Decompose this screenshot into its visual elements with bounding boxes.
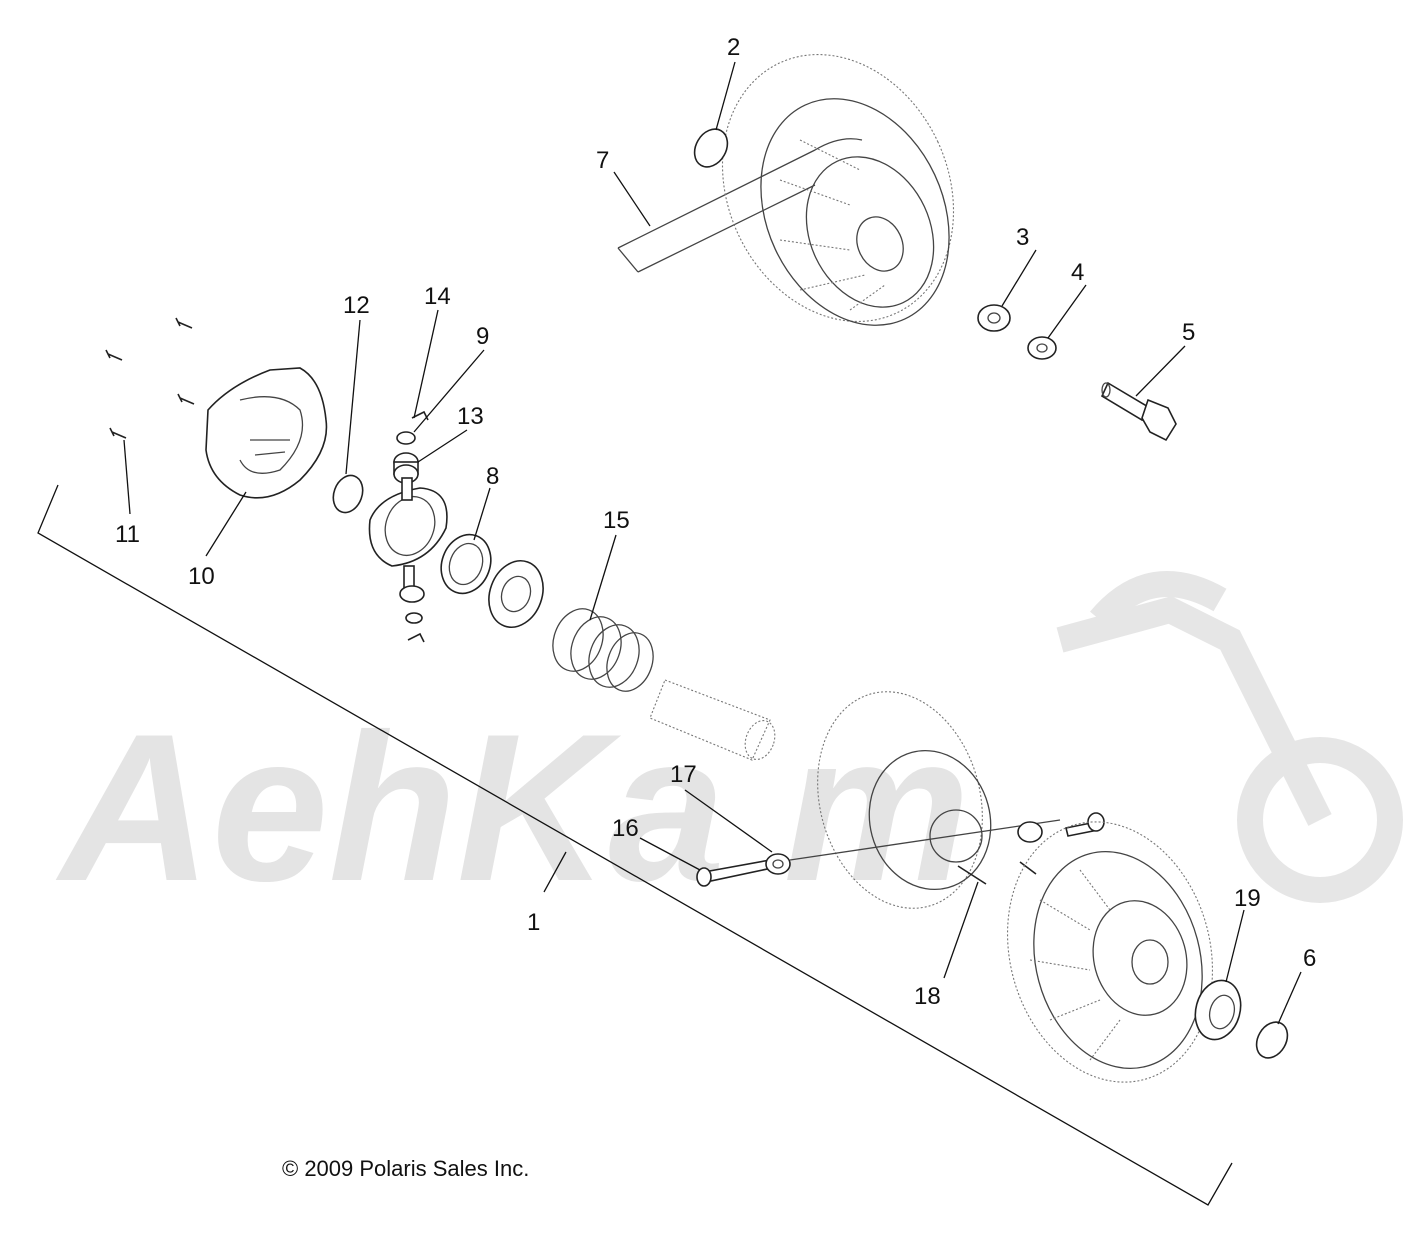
- moveable-sheave-icon: [817, 691, 992, 909]
- clip-lower-icon: [407, 632, 425, 643]
- leader-lines: [123, 61, 1302, 1025]
- callout-9: 9: [476, 323, 489, 350]
- callout-3: 3: [1016, 224, 1029, 251]
- callout-19: 19: [1234, 885, 1261, 912]
- snap-ring-6-icon: [1255, 1021, 1289, 1059]
- bolt-5-icon: [1100, 381, 1177, 442]
- callout-5: 5: [1182, 319, 1195, 346]
- callout-10: 10: [188, 563, 215, 590]
- assembly-bracket: [37, 484, 1233, 1206]
- washer-4-icon: [1027, 336, 1057, 360]
- callout-12: 12: [343, 292, 370, 319]
- bolt-right-icon: [1065, 812, 1105, 837]
- callout-6: 6: [1303, 945, 1316, 972]
- fixed-sheave-icon: [1006, 821, 1214, 1083]
- callout-13: 13: [457, 403, 484, 430]
- spider-icon: [368, 477, 448, 589]
- callout-17: 17: [670, 761, 697, 788]
- bearing-19-icon: [1194, 979, 1242, 1041]
- callout-labels: 1 2 3 4 5 6 7 8 9 10 11 12 13 14 15 16 1…: [115, 34, 1316, 1010]
- callout-4: 4: [1071, 259, 1084, 286]
- callout-18: 18: [914, 983, 941, 1010]
- callout-7: 7: [596, 147, 609, 174]
- washer-3-icon: [977, 304, 1011, 332]
- pin-18-icon: [957, 865, 987, 885]
- watermark-motorcycle-icon: [1056, 571, 1403, 903]
- snap-ring-12-icon: [332, 474, 364, 514]
- roller-17-icon: [765, 853, 791, 875]
- cover-housing-10-icon: [205, 367, 328, 499]
- callout-14: 14: [424, 283, 451, 310]
- driven-clutch-sheave-top: [721, 54, 955, 326]
- callout-2: 2: [727, 34, 740, 61]
- callout-16: 16: [612, 815, 639, 842]
- watermark: AehKa m: [55, 571, 1403, 925]
- washer-9-icon: [396, 431, 416, 445]
- bushing-plate-icon: [488, 560, 544, 628]
- pin-right-icon: [1019, 861, 1037, 875]
- spring-15-icon: [552, 608, 654, 692]
- callout-15: 15: [603, 507, 630, 534]
- watermark-text: AehKa m: [55, 690, 970, 925]
- copyright-notice: © 2009 Polaris Sales Inc.: [282, 1156, 530, 1181]
- washer-lower-icon: [405, 612, 423, 624]
- button-ring-8-icon: [440, 533, 492, 595]
- drive-belt: [617, 138, 863, 273]
- screws-11-icon: [105, 317, 195, 439]
- shaft-icon: [649, 679, 776, 761]
- callout-1: 1: [527, 909, 540, 936]
- callout-11: 11: [115, 521, 140, 548]
- callout-8: 8: [486, 463, 499, 490]
- roller-lower-icon: [399, 585, 425, 603]
- roller-right-icon: [1017, 821, 1043, 843]
- axis-line-lower: [789, 819, 1061, 861]
- ring-2-icon: [693, 128, 729, 168]
